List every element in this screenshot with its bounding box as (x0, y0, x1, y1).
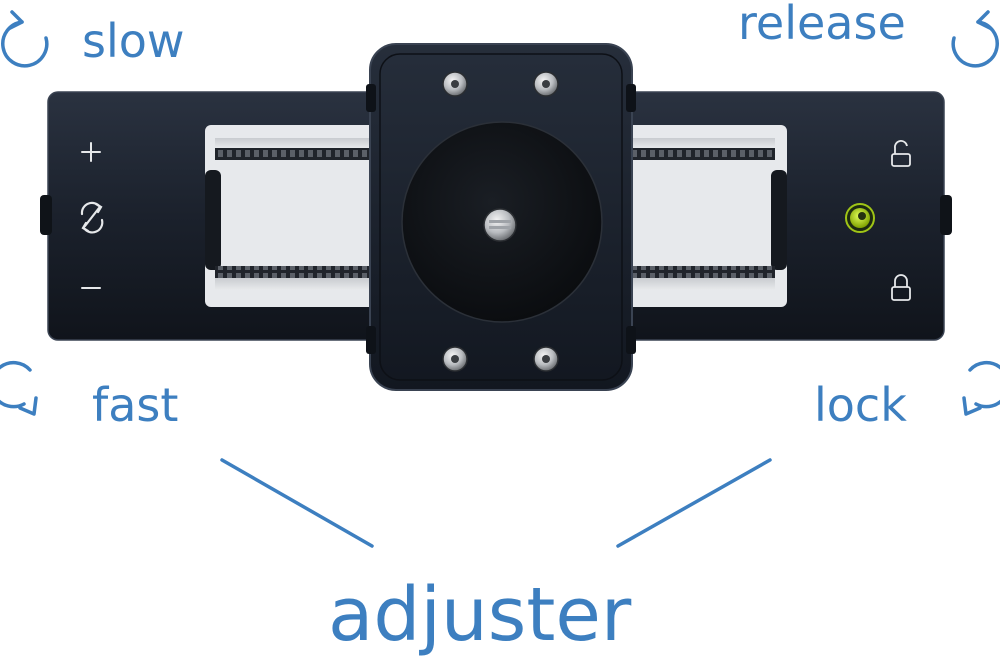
unlocked-padlock-icon (891, 140, 911, 167)
screw (442, 346, 468, 372)
screw (442, 71, 468, 97)
plus-icon (81, 142, 101, 162)
label-fast: fast (92, 378, 179, 432)
label-lock: lock (814, 378, 907, 432)
leader-line (616, 458, 772, 548)
label-slow: slow (82, 14, 185, 68)
rotate-counterclockwise-arrow-icon (962, 360, 1000, 416)
screw (533, 71, 559, 97)
rotate-clockwise-arrow-icon (0, 360, 38, 416)
dial-icon (80, 201, 104, 234)
bubble-level (845, 203, 875, 233)
rotate-counterclockwise-arrow-icon (1, 10, 49, 68)
rotate-clockwise-arrow-icon (951, 10, 999, 68)
leader-line (220, 458, 374, 548)
mounting-screw (483, 208, 517, 242)
locked-padlock-icon (891, 274, 911, 301)
label-release: release (738, 0, 906, 50)
label-adjuster: adjuster (328, 572, 632, 658)
screw (533, 346, 559, 372)
